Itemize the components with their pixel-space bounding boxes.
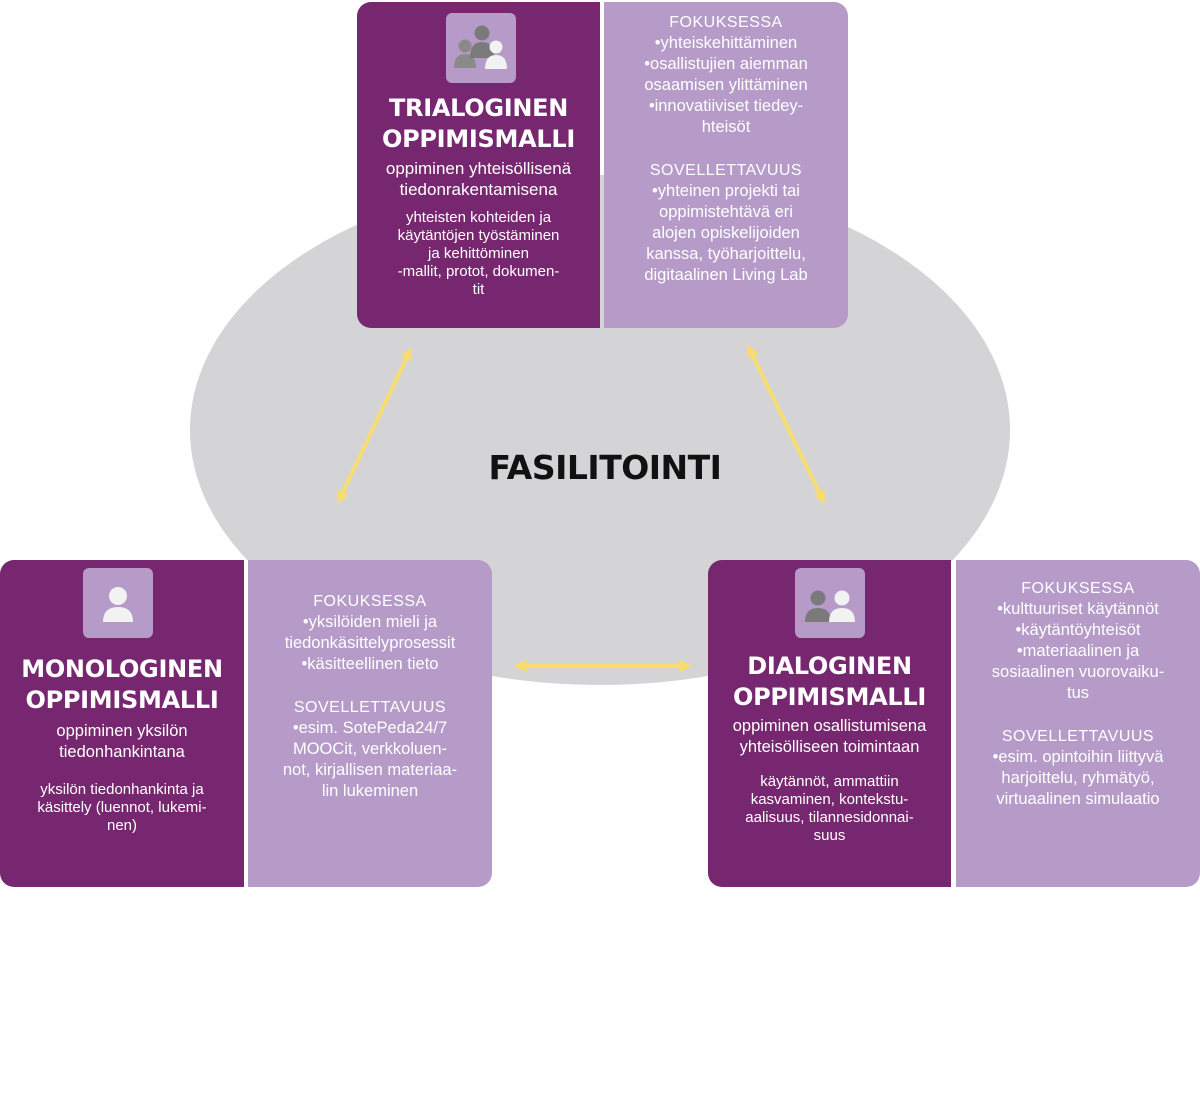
trialogical-description: yhteisten kohteiden ja käytäntöjen työst… bbox=[397, 209, 560, 298]
three-people-icon bbox=[454, 25, 507, 69]
facilitation-label: FASILITOINTI bbox=[488, 448, 722, 487]
dialogical-subtitle: oppiminen osallistumisena yhteisölliseen… bbox=[732, 717, 927, 756]
arrow-trialogical-dialogical bbox=[747, 344, 825, 504]
monological-subtitle: oppiminen yksilön tiedonhankintana bbox=[56, 722, 188, 761]
monological-focus-heading: FOKUKSESSA bbox=[313, 593, 427, 610]
dialogical-focus-panel: FOKUKSESSA •kulttuuriset käytännöt •käyt… bbox=[956, 560, 1200, 887]
trialogical-focus-heading: FOKUKSESSA bbox=[669, 14, 783, 31]
arrow-trialogical-monological bbox=[336, 347, 413, 504]
trialogical-applicability-heading: SOVELLETTAVUUS bbox=[649, 162, 803, 179]
dialogical-applicability-heading: SOVELLETTAVUUS bbox=[1001, 728, 1155, 745]
single-person-icon bbox=[103, 587, 133, 622]
monological-focus-panel: FOKUKSESSA •yksilöiden mieli ja tiedonkä… bbox=[248, 560, 492, 887]
dialogical-model-panel: DIALOGINEN OPPIMISMALLI oppiminen osalli… bbox=[708, 560, 951, 887]
dialogical-icon-box bbox=[795, 568, 865, 638]
trialogical-focus-panel: FOKUKSESSA •yhteiskehittäminen •osallist… bbox=[604, 2, 848, 328]
monological-applicability-heading: SOVELLETTAVUUS bbox=[293, 699, 447, 716]
trialogical-subtitle: oppiminen yhteisöllisenä tiedonrakentami… bbox=[385, 159, 572, 199]
monological-description: yksilön tiedonhankinta ja käsittely (lue… bbox=[37, 781, 207, 834]
monological-model-panel: MONOLOGINEN OPPIMISMALLI oppiminen yksil… bbox=[0, 560, 244, 887]
two-people-icon bbox=[805, 590, 855, 622]
monological-icon-box bbox=[83, 568, 153, 638]
trialogical-title: TRIALOGINEN OPPIMISMALLI bbox=[382, 94, 575, 153]
dialogical-focus-heading: FOKUKSESSA bbox=[1021, 580, 1135, 597]
trialogical-model-panel: TRIALOGINEN OPPIMISMALLI oppiminen yhtei… bbox=[357, 2, 600, 328]
monological-title: MONOLOGINEN OPPIMISMALLI bbox=[21, 655, 223, 714]
dialogical-title: DIALOGINEN OPPIMISMALLI bbox=[733, 652, 926, 711]
trialogical-icon-box bbox=[446, 13, 516, 83]
dialogical-description: käytännöt, ammattiin kasvaminen, konteks… bbox=[745, 773, 914, 844]
